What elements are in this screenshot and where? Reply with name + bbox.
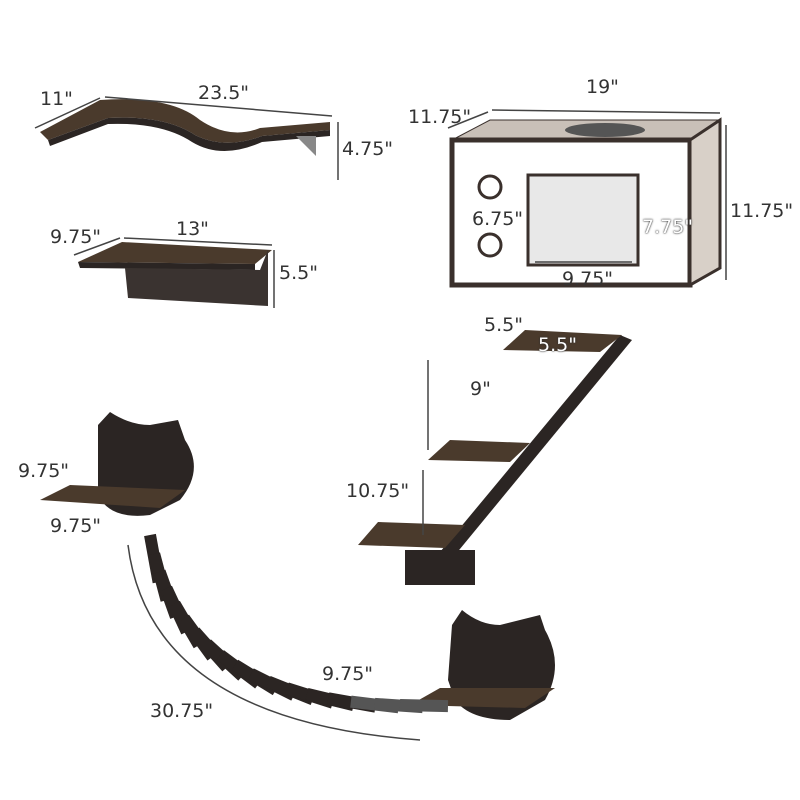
small-shelf-depth-label: 9.75" <box>50 226 102 248</box>
stairs-gap-bottom-label: 10.75" <box>346 480 410 502</box>
cat-house-height-label: 11.75" <box>730 200 794 222</box>
bridge-length-label: 30.75" <box>150 700 214 722</box>
cat-house-width-label: 19" <box>586 76 619 98</box>
stairs-step-depth-label: 5.5" <box>484 314 523 336</box>
stairs <box>358 330 632 585</box>
cat-house <box>447 109 727 288</box>
bridge-platform-depth-label: 9.75" <box>18 460 70 482</box>
wave-shelf <box>34 96 339 180</box>
cat-house-opening-height-label: 7.75" <box>642 216 694 238</box>
cat-house-depth-label: 11.75" <box>408 106 472 128</box>
small-shelf <box>73 237 275 308</box>
bridge-width-label: 9.75" <box>322 663 374 685</box>
stairs-gap-top-label: 9" <box>470 378 491 400</box>
wave-shelf-height-label: 4.75" <box>342 138 394 160</box>
bridge-platform-width-label: 9.75" <box>50 515 102 537</box>
cat-house-hole-label: 6.75" <box>472 208 524 230</box>
cat-house-opening-width-label: 9.75" <box>562 268 614 290</box>
wave-shelf-depth-label: 11" <box>40 88 73 110</box>
small-shelf-height-label: 5.5" <box>279 262 318 284</box>
bridge-slats <box>144 533 449 714</box>
bridge-slat <box>399 699 449 713</box>
small-shelf-width-label: 13" <box>176 218 209 240</box>
wave-shelf-width-label: 23.5" <box>198 82 250 104</box>
stairs-step-width-label: 5.5" <box>538 334 577 356</box>
